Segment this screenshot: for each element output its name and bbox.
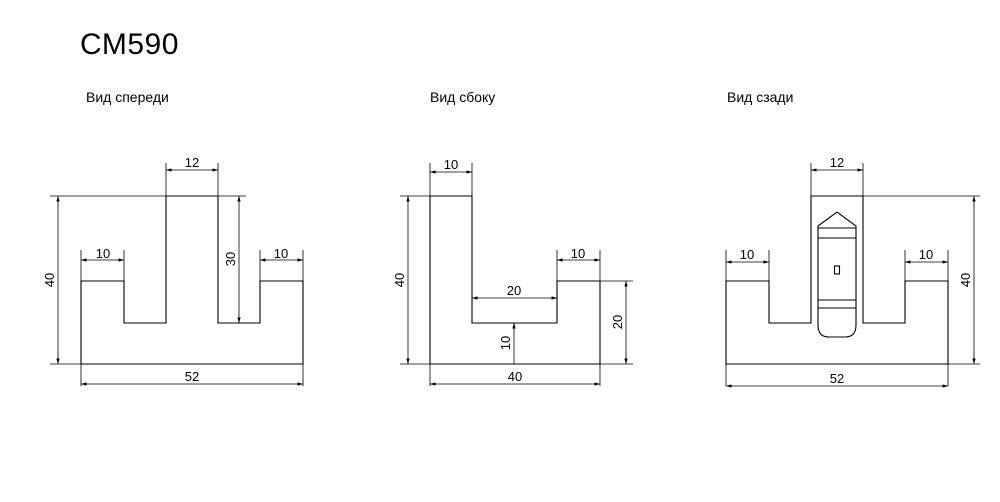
side-view: 10 10 20 10 40 40 20 [392,157,633,386]
front-view: 12 10 10 52 40 30 [42,155,304,386]
front-dim-right: 10 [274,246,288,261]
side-view-label: Вид сбоку [430,89,496,105]
back-view: 12 10 10 52 40 [725,155,980,388]
front-dim-top: 12 [185,155,199,170]
back-dim-left: 10 [740,247,754,262]
back-dim-top: 12 [830,155,844,170]
front-outline [80,195,304,365]
front-dim-post: 30 [223,252,238,266]
mounting-bracket [817,211,857,338]
side-dim-top: 10 [444,157,458,172]
side-dim-height: 40 [392,273,407,287]
side-dim-width: 40 [508,369,522,384]
back-outline [725,195,949,365]
drawing-title: СМ590 [80,28,179,61]
front-dim-left: 10 [96,246,110,261]
screw-hole [833,265,841,275]
front-view-label: Вид спереди [86,89,169,105]
side-dim-inner: 20 [507,283,521,298]
back-dim-height: 40 [958,273,973,287]
front-dim-height: 40 [42,273,57,287]
back-dim-right: 10 [919,247,933,262]
back-view-label: Вид сзади [727,89,794,105]
back-dim-width: 52 [830,371,844,386]
side-dim-base: 10 [498,336,513,350]
side-dim-right-height: 20 [610,315,625,329]
side-outline [429,195,601,365]
side-dim-right: 10 [571,246,585,261]
front-dim-width: 52 [185,369,199,384]
